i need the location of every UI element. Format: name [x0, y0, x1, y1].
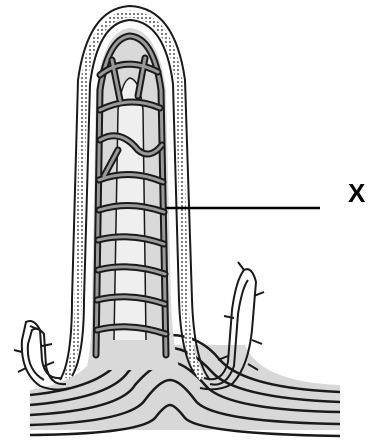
label-x: X: [348, 178, 366, 208]
left-mucosa-fold: [14, 321, 70, 390]
